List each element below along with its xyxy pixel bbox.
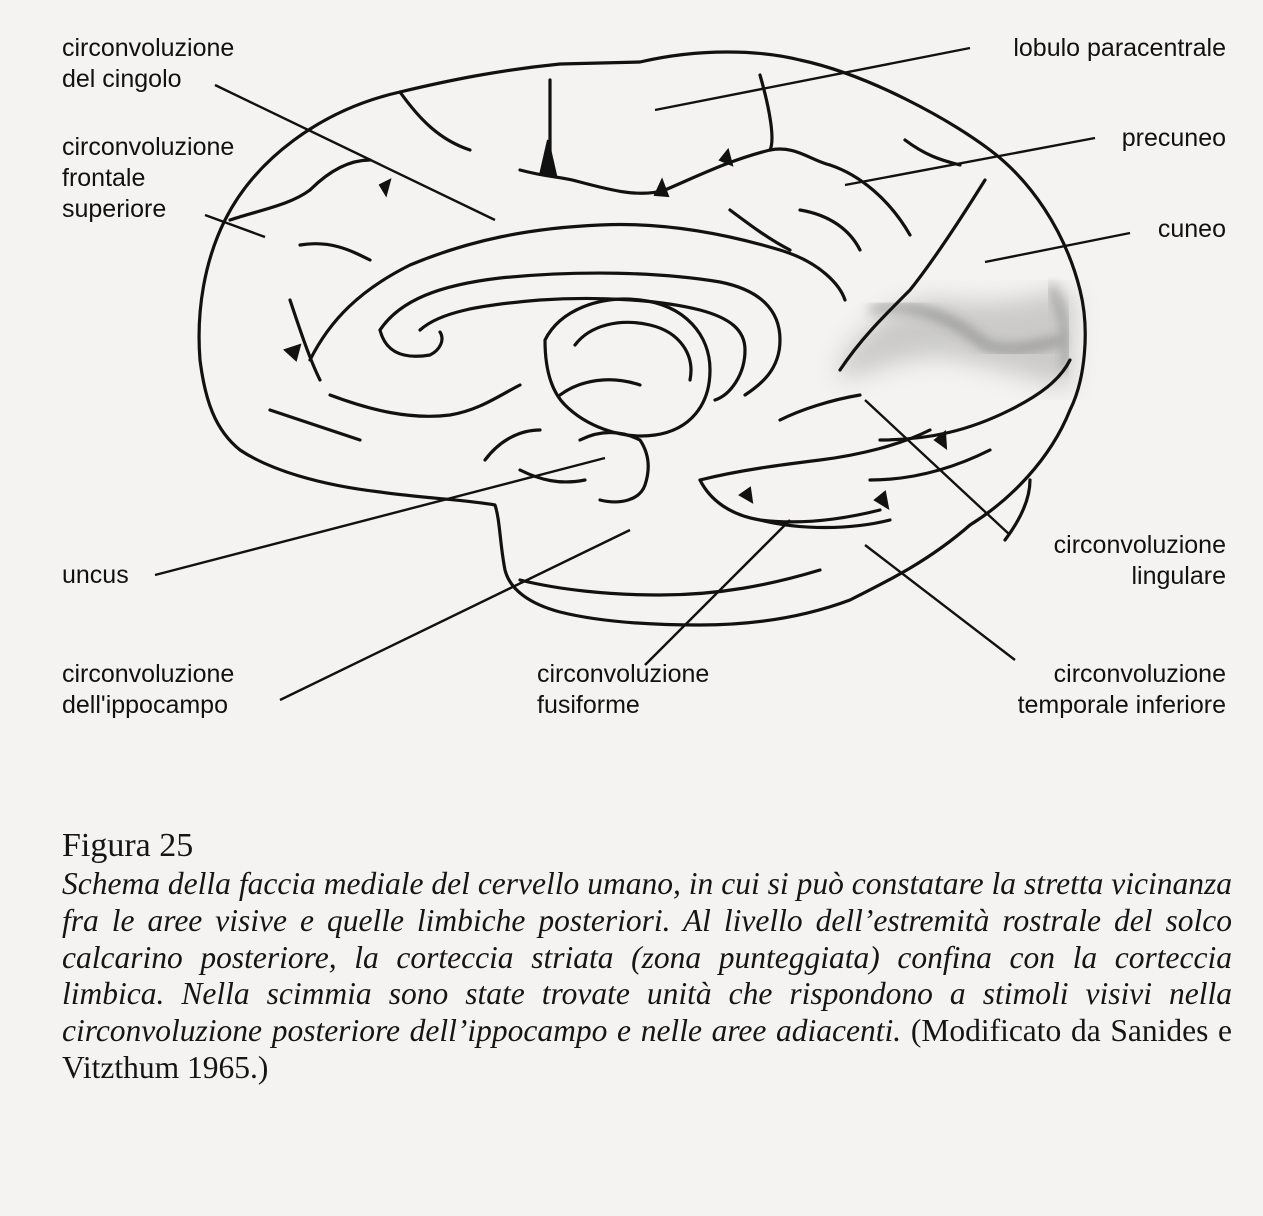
caption-reference: (Modificato da Sanides e Vitzthum 1965.) [62,1013,1232,1085]
leader-cingolo [214,83,496,222]
leader-temporale [864,544,1016,661]
label-precuneo: precuneo [1121,124,1226,152]
caption-text: Schema della faccia mediale del cervello… [62,866,1232,1049]
sulci-marks [283,139,948,511]
leader-lingulare [864,399,1011,536]
label-cuneo: cuneo [1157,215,1226,243]
leader-lines [154,46,1131,702]
leader-paracentrale [654,46,971,112]
brain-outline [197,50,1087,627]
striate-cortex-shading [840,283,1075,390]
leader-precuneo [844,136,1096,187]
leader-cuneo [984,231,1131,264]
leader-fusiforme [644,519,791,666]
figure-caption: Figura 25 Schema della faccia mediale de… [62,826,1232,1087]
label-uncus: uncus [62,561,129,589]
label-paracentrale: lobulo paracentrale [1013,34,1226,62]
leader-ippocampo [279,528,631,702]
caption-title: Figura 25 [62,827,194,864]
brain-diagram [154,46,1131,702]
leader-frontale [204,213,266,239]
leader-uncus [154,456,606,577]
caption-body: Schema della faccia mediale del cervello… [62,866,1232,1087]
